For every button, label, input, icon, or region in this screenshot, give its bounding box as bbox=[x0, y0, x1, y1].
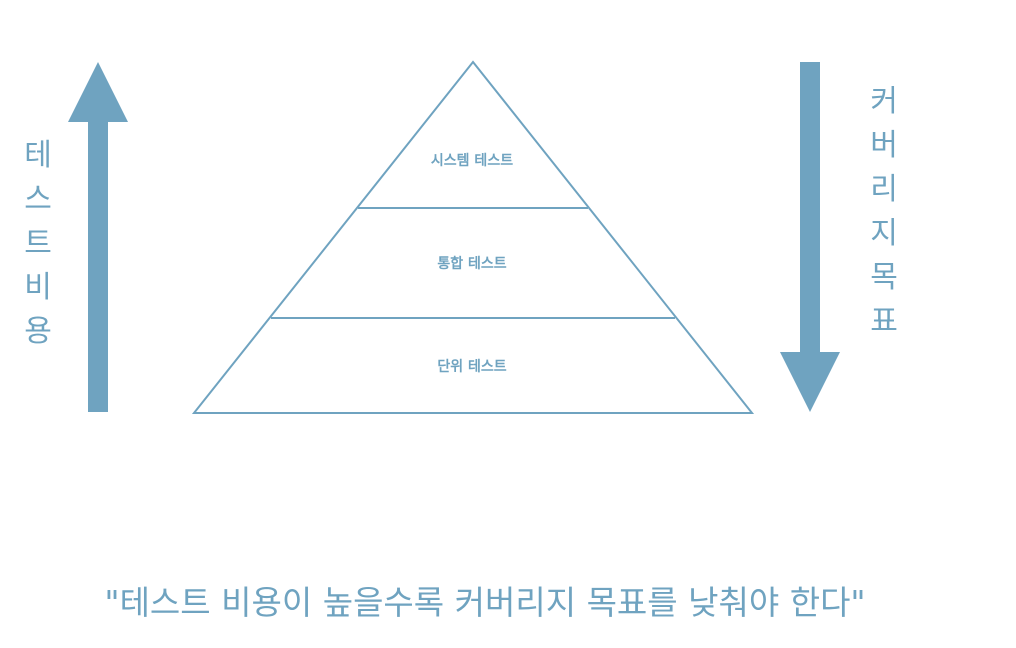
cost-up-arrow bbox=[68, 62, 128, 412]
pyramid-layer-integration-test: 통합 테스트 bbox=[437, 256, 507, 272]
coverage-arrow-head bbox=[780, 352, 840, 412]
coverage-arrow-shaft bbox=[800, 62, 820, 364]
cost-arrow-shaft bbox=[88, 110, 108, 412]
coverage-down-arrow bbox=[780, 62, 840, 412]
pyramid-layer-system-test: 시스템 테스트 bbox=[430, 153, 514, 169]
diagram-caption: "테스트 비용이 높을수록 커버리지 목표를 낮춰야 한다" bbox=[104, 583, 866, 622]
test-cost-label: 테스트비용 bbox=[24, 138, 52, 349]
cost-arrow-head bbox=[68, 62, 128, 122]
coverage-goal-label: 커버리지목표 bbox=[870, 84, 898, 339]
pyramid-layer-unit-test: 단위 테스트 bbox=[437, 359, 507, 375]
pyramid-outline bbox=[191, 60, 755, 414]
test-pyramid bbox=[191, 60, 755, 414]
